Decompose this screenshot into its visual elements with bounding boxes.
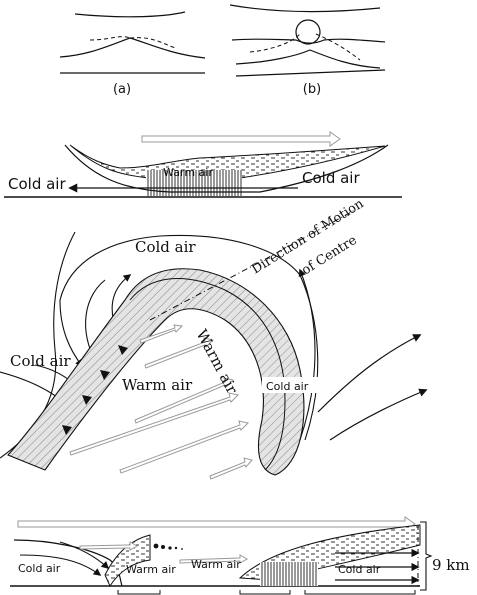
plan-cold-air-inner: Cold air	[266, 380, 309, 393]
plan-view: Cold air Cold air Warm air Warm air Cold…	[0, 196, 428, 480]
bottom-warm-air-1: Warm air	[126, 563, 176, 576]
bottom-cold-air-right: Cold air	[338, 563, 381, 576]
plan-warm-air-center: Warm air	[122, 376, 193, 394]
panel-b: (b)	[229, 4, 386, 97]
plan-cold-air-left: Cold air	[10, 352, 71, 370]
cross-section-bottom: Cold air Warm air Warm air Cold air 9 km	[10, 516, 470, 595]
height-label: 9 km	[432, 556, 470, 574]
bottom-warm-air-2: Warm air	[191, 558, 241, 571]
plan-cold-air-top: Cold air	[135, 238, 196, 256]
panel-b-caption: (b)	[303, 82, 321, 97]
cross-section-top: Cold air Cold air Warm air	[4, 131, 402, 198]
top-cold-air-right: Cold air	[302, 169, 360, 187]
top-cold-air-left: Cold air	[8, 175, 66, 193]
bottom-cold-air-left: Cold air	[18, 562, 61, 575]
top-warm-air: Warm air	[163, 166, 213, 179]
panel-a: (a)	[59, 11, 206, 97]
panel-a-caption: (a)	[113, 82, 131, 97]
